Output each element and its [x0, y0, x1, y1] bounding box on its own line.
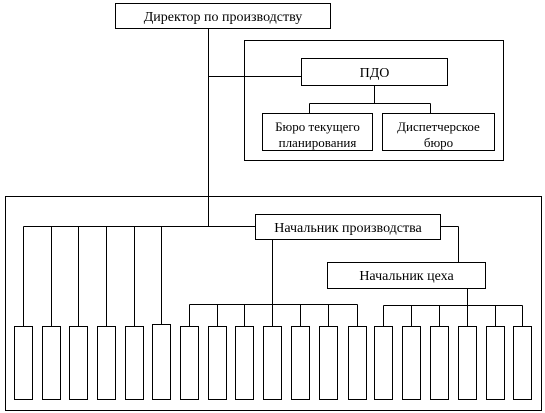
worker-box: [235, 326, 254, 400]
pdo-label: ПДО: [360, 66, 390, 81]
dispatch-bureau-label-line1: Диспетчерское: [397, 119, 480, 134]
bureau-planning-label-line2: планирования: [279, 135, 357, 150]
worker-box: [291, 326, 310, 400]
worker-box: [402, 326, 421, 400]
dispatch-bureau-node: Диспетчерское бюро: [382, 113, 495, 151]
worker-boxes: [14, 324, 532, 400]
bureau-planning-node: Бюро текущего планирования: [262, 113, 373, 151]
production-group-frame: [5, 196, 542, 411]
director-node: Директор по производству: [115, 3, 331, 29]
worker-box: [180, 326, 199, 400]
pdo-group-frame: [244, 40, 504, 161]
shop-head-label: Начальник цеха: [359, 269, 454, 284]
worker-box: [374, 326, 393, 400]
worker-box: [513, 326, 532, 400]
connectors: [23, 28, 523, 326]
worker-box: [263, 326, 282, 400]
worker-box: [152, 324, 171, 400]
worker-box: [348, 326, 367, 400]
shop-head-node: Начальник цеха: [327, 262, 486, 289]
worker-box: [14, 326, 33, 400]
worker-box: [430, 326, 449, 400]
worker-box: [97, 326, 116, 400]
worker-box: [486, 326, 505, 400]
worker-box: [69, 326, 88, 400]
worker-box: [125, 326, 144, 400]
production-head-label: Начальник производства: [274, 221, 422, 236]
worker-box: [42, 326, 61, 400]
worker-box: [458, 326, 477, 400]
pdo-node: ПДО: [301, 58, 448, 86]
director-label: Директор по производству: [144, 10, 303, 25]
production-head-node: Начальник производства: [255, 214, 441, 240]
dispatch-bureau-label-line2: бюро: [424, 135, 453, 150]
worker-box: [319, 326, 338, 400]
worker-box: [208, 326, 227, 400]
bureau-planning-label-line1: Бюро текущего: [275, 119, 360, 134]
